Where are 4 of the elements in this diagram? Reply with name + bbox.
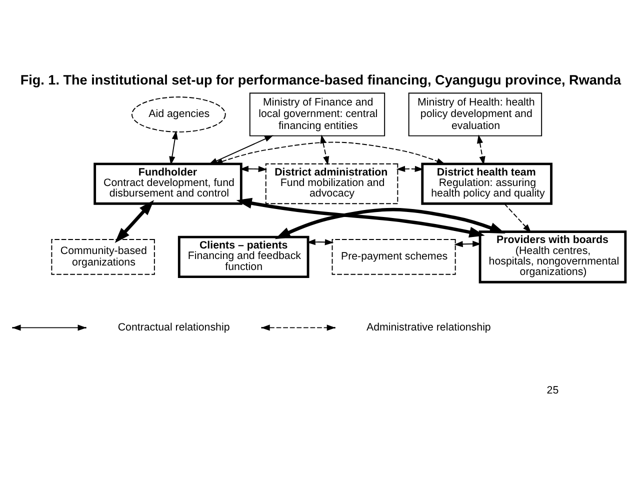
legend-label: Contractual relationship bbox=[118, 321, 230, 334]
diagram-title: Fig. 1. The institutional set-up for performance-based financing, Cyangugu province, Rwanda bbox=[20, 72, 621, 88]
label: 25 bbox=[546, 384, 559, 396]
legend-label: Administrative relationship bbox=[366, 321, 491, 334]
